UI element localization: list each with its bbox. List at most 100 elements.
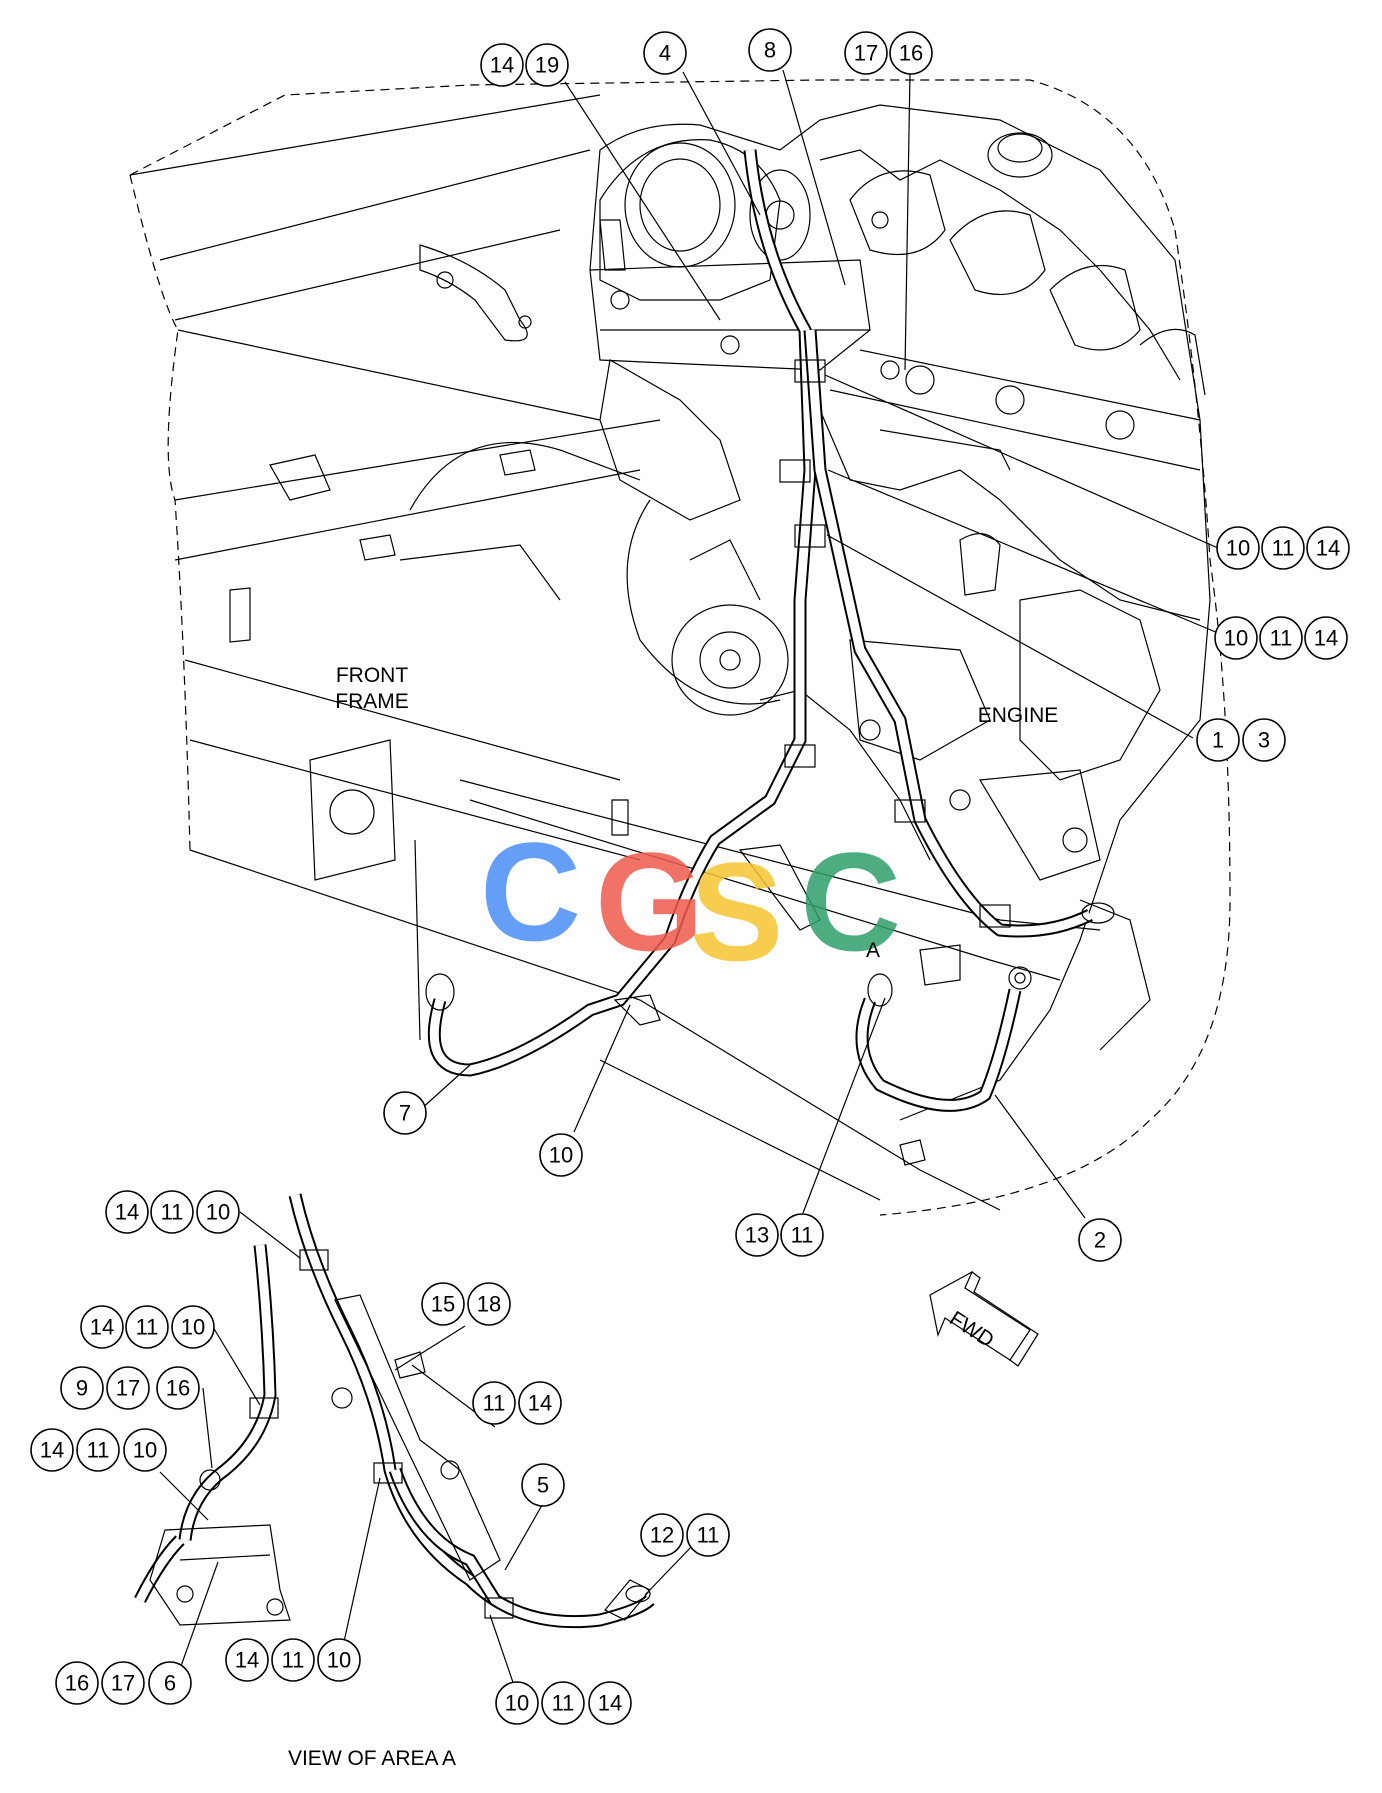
callout-bubble: 14: [80, 1305, 124, 1349]
callout-bubble: 1: [1196, 718, 1240, 762]
callout-bubble: 18: [467, 1282, 511, 1326]
callout-bubble: 14: [1304, 616, 1348, 660]
callout-bubble: 7: [383, 1091, 427, 1135]
callout-number: 14: [528, 1391, 552, 1416]
engine-label: ENGINE: [978, 704, 1059, 727]
main-cables: [425, 149, 1115, 1112]
callout-number: 14: [1316, 536, 1340, 561]
callout-number: 17: [111, 1671, 135, 1696]
detail-view-drawing: [134, 1193, 655, 1629]
callout-bubble: 4: [643, 31, 687, 75]
callout-bubble: 6: [148, 1661, 192, 1705]
callout-number: 19: [535, 53, 559, 78]
callout-number: 17: [854, 41, 878, 66]
watermark-letter: C: [480, 813, 581, 970]
callout-bubble: 16: [55, 1661, 99, 1705]
callouts: 14 19 4 8 17 16 10 11 14 10 11 14 1 3 7 …: [30, 28, 1350, 1725]
callout-bubble: 11: [125, 1305, 169, 1349]
area-a-marker: A: [866, 939, 880, 962]
callout-number: 1: [1212, 728, 1224, 753]
callout-number: 5: [537, 1473, 549, 1498]
alternator-drawing: [589, 139, 900, 716]
callout-bubble: 11: [76, 1428, 120, 1472]
callout-bubble: 12: [640, 1513, 684, 1557]
callout-number: 10: [549, 1143, 573, 1168]
callout-number: 11: [282, 1648, 305, 1673]
callout-number: 7: [399, 1101, 411, 1126]
fwd-arrow: FWD: [929, 1270, 1039, 1367]
callout-number: 17: [116, 1376, 140, 1401]
callout-number: 12: [650, 1523, 674, 1548]
callout-bubble: 14: [225, 1638, 269, 1682]
callout-number: 10: [1224, 626, 1248, 651]
callout-number: 4: [659, 41, 671, 66]
callout-bubble: 11: [472, 1381, 516, 1425]
callout-number: 11: [1272, 536, 1295, 561]
callout-number: 16: [166, 1376, 190, 1401]
leader-lines: [159, 69, 1219, 1704]
callout-number: 14: [235, 1648, 259, 1673]
callout-bubble: 3: [1242, 718, 1286, 762]
callout-number: 14: [90, 1315, 114, 1340]
watermark-letter: G: [595, 823, 704, 980]
callout-bubble: 17: [106, 1366, 150, 1410]
callout-bubble: 11: [686, 1513, 730, 1557]
callout-number: 6: [164, 1671, 176, 1696]
view-caption: VIEW OF AREA A: [288, 1747, 456, 1770]
callout-bubble: 11: [1261, 526, 1305, 570]
callout-bubble: 5: [521, 1463, 565, 1507]
callout-number: 14: [490, 53, 514, 78]
watermark-letter: S: [690, 833, 783, 990]
callout-number: 16: [65, 1671, 89, 1696]
callout-number: 8: [764, 38, 776, 63]
callout-number: 10: [505, 1691, 529, 1716]
callout-bubble: 9: [60, 1366, 104, 1410]
watermark-letter: C: [800, 823, 901, 980]
callout-number: 11: [87, 1438, 110, 1463]
callout-number: 11: [791, 1223, 814, 1248]
callout-number: 10: [181, 1315, 205, 1340]
callout-bubble: 11: [150, 1190, 194, 1234]
callout-bubble: 14: [1306, 526, 1350, 570]
callout-bubble: 10: [1214, 616, 1258, 660]
callout-bubble: 10: [196, 1190, 240, 1234]
callout-bubble: 13: [735, 1213, 779, 1257]
front-frame-drawing: [129, 79, 1231, 1216]
callout-number: 11: [1270, 626, 1293, 651]
callout-number: 10: [1226, 536, 1250, 561]
callout-bubble: 14: [30, 1428, 74, 1472]
engine-drawing: [589, 104, 1211, 1121]
callout-number: 11: [697, 1523, 720, 1548]
callout-bubble: 10: [123, 1428, 167, 1472]
callout-bubble: 14: [105, 1190, 149, 1234]
callout-bubble: 15: [421, 1282, 465, 1326]
fwd-label: FWD: [945, 1307, 998, 1352]
callout-bubble: 10: [317, 1638, 361, 1682]
callout-bubble: 11: [541, 1681, 585, 1725]
callout-bubble: 14: [518, 1381, 562, 1425]
watermark: C G S C: [480, 813, 901, 990]
callout-bubble: 2: [1078, 1218, 1122, 1262]
callout-number: 13: [745, 1223, 769, 1248]
front-frame-label: FRONT: [336, 664, 408, 687]
callout-bubble: 14: [588, 1681, 632, 1725]
callout-number: 10: [327, 1648, 351, 1673]
callout-number: 14: [40, 1438, 64, 1463]
callout-bubble: 16: [156, 1366, 200, 1410]
callout-bubble: 10: [171, 1305, 215, 1349]
callout-bubble: 8: [748, 28, 792, 72]
callout-number: 14: [1314, 626, 1338, 651]
callout-number: 11: [552, 1691, 575, 1716]
callout-bubble: 11: [1259, 616, 1303, 660]
callout-bubble: 17: [101, 1661, 145, 1705]
callout-bubble: 17: [844, 31, 888, 75]
front-frame-label: FRAME: [335, 690, 409, 713]
callout-number: 18: [477, 1292, 501, 1317]
callout-bubble: 14: [480, 43, 524, 87]
callout-number: 11: [136, 1315, 159, 1340]
callout-number: 11: [161, 1200, 184, 1225]
callout-number: 3: [1258, 728, 1270, 753]
callout-number: 10: [133, 1438, 157, 1463]
callout-bubble: 10: [495, 1681, 539, 1725]
